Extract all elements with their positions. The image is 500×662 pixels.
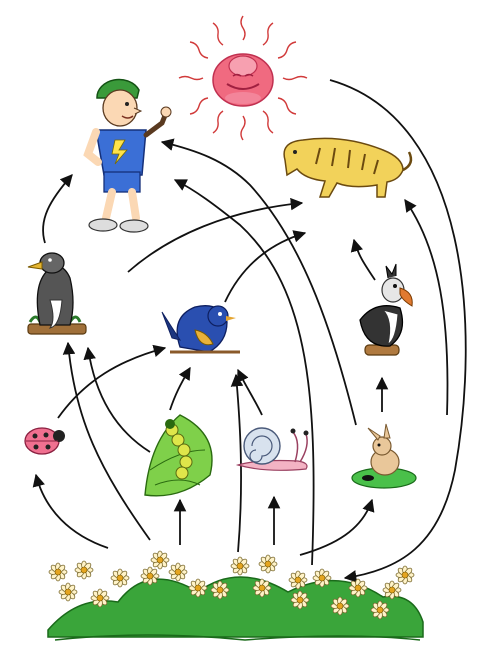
daisy-flower — [370, 600, 390, 620]
arrows — [32, 79, 467, 583]
daisy-flower — [395, 565, 415, 585]
arrow-songbird-to-tiger — [224, 230, 307, 303]
vulture-icon — [359, 263, 413, 356]
flower-meadow-icon — [47, 550, 424, 641]
arrow-flowers-to-cyclist — [173, 179, 315, 566]
rabbit-icon — [351, 423, 417, 489]
arrow-caterpillar-to-songbird — [169, 366, 191, 411]
daisy-flower — [74, 560, 94, 580]
daisy-flower — [90, 588, 110, 608]
meadow-flowers — [48, 550, 415, 620]
snail-icon — [235, 427, 309, 471]
daisy-flower — [48, 562, 68, 582]
arrow-caterpillar-to-eagle — [83, 346, 151, 453]
daisy-flower — [348, 578, 368, 598]
caterpillar-icon — [144, 414, 213, 497]
arrow-vulture-up-to-tiger — [350, 238, 376, 281]
arrow-flowers-to-songbird — [230, 373, 244, 553]
daisy-flower — [288, 570, 308, 590]
daisy-flower — [330, 596, 350, 616]
daisy-flower — [110, 568, 130, 588]
arrow-flowers-to-eagle — [62, 341, 151, 541]
arrow-sun-to-flowers — [329, 79, 467, 583]
daisy-flower — [58, 582, 78, 602]
songbird-icon — [161, 305, 240, 354]
cyclist-icon — [83, 78, 172, 233]
daisy-flower — [290, 590, 310, 610]
daisy-flower — [252, 578, 272, 598]
arrow-vulture-to-tiger — [404, 198, 449, 416]
daisy-flower — [168, 562, 188, 582]
arrow-flowers-to-ladybug — [32, 473, 109, 549]
arrow-ladybug-to-songbird — [57, 344, 167, 419]
daisy-flower — [382, 580, 402, 600]
arrow-rabbit-to-cyclist — [160, 138, 357, 426]
arrow-flowers-to-rabbit — [299, 498, 375, 556]
arrow-eagle-to-tiger — [127, 197, 304, 273]
sun-icon — [178, 15, 308, 141]
daisy-flower — [312, 568, 332, 588]
eagle-icon — [27, 252, 87, 335]
daisy-flower — [258, 554, 278, 574]
daisy-flower — [230, 556, 250, 576]
ladybug-icon — [24, 427, 65, 455]
tiger-icon — [283, 137, 413, 198]
daisy-flower — [210, 580, 230, 600]
arrow-eagle-to-cyclist — [42, 174, 73, 244]
daisy-flower — [140, 566, 160, 586]
arrow-snail-to-songbird — [237, 368, 263, 416]
daisy-flower — [150, 550, 170, 570]
daisy-flower — [188, 578, 208, 598]
